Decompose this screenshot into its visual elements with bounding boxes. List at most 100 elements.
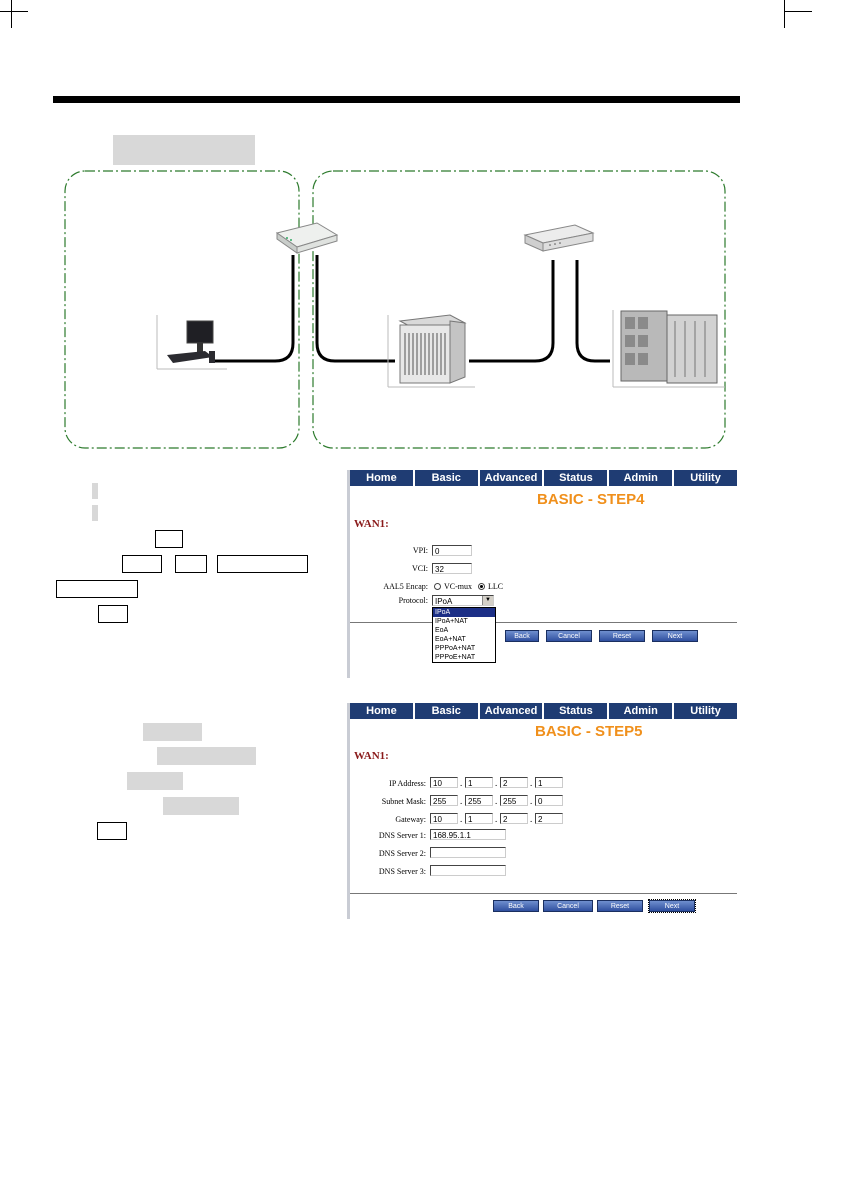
protocol-option[interactable]: PPPoE+NAT — [435, 654, 476, 661]
mask-octet-input[interactable]: 255 — [430, 795, 458, 806]
cable-router-server — [575, 260, 610, 363]
vci-input[interactable]: 32 — [432, 563, 472, 574]
vpi-label: VPI: — [412, 546, 428, 555]
page-title: BASIC - STEP5 — [535, 723, 643, 740]
encap-label: AAL5 Encap: — [383, 582, 428, 591]
dns1-label: DNS Server 1: — [378, 831, 426, 840]
nav-tab-status[interactable]: Status — [544, 470, 610, 486]
dns1-input[interactable]: 168.95.1.1 — [430, 829, 506, 840]
boxed-keyword — [97, 822, 127, 840]
vci-label: VCI: — [412, 564, 428, 573]
mask-octet-input[interactable]: 255 — [465, 795, 493, 806]
nav-tab-status[interactable]: Status — [544, 703, 610, 719]
divider — [350, 622, 737, 623]
protocol-label: Protocol: — [398, 596, 428, 605]
redacted-text — [92, 483, 98, 499]
customer-zone-box — [64, 170, 300, 449]
boxed-keyword — [175, 555, 207, 573]
dns2-input[interactable] — [430, 847, 506, 858]
reset-button[interactable]: Reset — [599, 630, 645, 642]
llc-label: LLC — [488, 582, 504, 591]
cancel-button[interactable]: Cancel — [543, 900, 593, 912]
nav-tab-basic[interactable]: Basic — [415, 470, 480, 486]
cable-pc-modem — [213, 255, 295, 363]
protocol-selected-value: IPoA — [435, 597, 453, 606]
gateway-label: Gateway: — [395, 815, 426, 824]
protocol-select[interactable]: IPoA ▼ — [432, 595, 494, 606]
dns2-label: DNS Server 2: — [378, 849, 426, 858]
octet-separator: . — [460, 778, 463, 788]
protocol-option[interactable]: IPoA+NAT — [435, 618, 468, 625]
octet-separator: . — [530, 814, 533, 824]
gateway-octet-input[interactable]: 2 — [500, 813, 528, 824]
protocol-option[interactable]: IPoA — [433, 608, 495, 617]
next-button[interactable]: Next — [648, 899, 696, 913]
gateway-octet-input[interactable]: 10 — [430, 813, 458, 824]
back-button[interactable]: Back — [493, 900, 539, 912]
mask-octet-input[interactable]: 255 — [500, 795, 528, 806]
nav-bar: Home Basic Advanced Status Admin Utility — [350, 470, 737, 486]
provider-zone-box — [312, 170, 726, 449]
back-button[interactable]: Back — [505, 630, 539, 642]
protocol-option[interactable]: EoA — [435, 627, 449, 634]
cancel-button[interactable]: Cancel — [546, 630, 592, 642]
gateway-octet-input[interactable]: 2 — [535, 813, 563, 824]
protocol-option[interactable]: EoA+NAT — [435, 636, 466, 643]
nav-tab-admin[interactable]: Admin — [609, 470, 675, 486]
section-heading-redacted — [113, 135, 255, 165]
step4-screenshot: Home Basic Advanced Status Admin Utility… — [347, 470, 737, 678]
dslam-chassis-icon — [387, 314, 475, 388]
redacted-text — [92, 505, 98, 521]
nav-tab-admin[interactable]: Admin — [609, 703, 675, 719]
nav-tab-utility[interactable]: Utility — [690, 705, 721, 717]
nav-tab-basic[interactable]: Basic — [415, 703, 480, 719]
cable-modem-dslam — [315, 255, 395, 363]
router-icon — [523, 224, 595, 252]
nav-tab-advanced[interactable]: Advanced — [480, 703, 545, 719]
octet-separator: . — [530, 796, 533, 806]
boxed-keyword — [155, 530, 183, 548]
reset-button[interactable]: Reset — [597, 900, 643, 912]
boxed-keyword — [122, 555, 162, 573]
mask-octet-input[interactable]: 0 — [535, 795, 563, 806]
gateway-octet-input[interactable]: 1 — [465, 813, 493, 824]
octet-separator: . — [495, 814, 498, 824]
vc-mux-radio[interactable] — [434, 583, 441, 590]
nav-tab-home[interactable]: Home — [350, 470, 415, 486]
wan-label: WAN1: — [354, 750, 389, 762]
header-rule — [53, 96, 740, 103]
octet-separator: . — [495, 796, 498, 806]
redacted-text — [157, 747, 256, 765]
next-button[interactable]: Next — [652, 630, 698, 642]
crop-mark — [11, 0, 12, 28]
nav-tab-advanced[interactable]: Advanced — [480, 470, 545, 486]
chevron-down-icon[interactable]: ▼ — [482, 596, 493, 605]
octet-separator: . — [495, 778, 498, 788]
wan-label: WAN1: — [354, 518, 389, 530]
nav-tab-utility[interactable]: Utility — [690, 472, 721, 484]
llc-radio[interactable] — [478, 583, 485, 590]
desktop-pc-icon — [156, 315, 227, 370]
ip-octet-input[interactable]: 1 — [535, 777, 563, 788]
octet-separator: . — [460, 796, 463, 806]
ip-octet-input[interactable]: 2 — [500, 777, 528, 788]
redacted-text — [143, 723, 202, 741]
protocol-option[interactable]: PPPoA+NAT — [435, 645, 476, 652]
vpi-input[interactable]: 0 — [432, 545, 472, 556]
ip-octet-input[interactable]: 10 — [430, 777, 458, 788]
crop-mark — [784, 0, 785, 28]
step5-screenshot: Home Basic Advanced Status Admin Utility… — [347, 703, 737, 919]
vc-mux-label: VC-mux — [444, 582, 472, 591]
nav-tab-home[interactable]: Home — [350, 703, 415, 719]
dns3-input[interactable] — [430, 865, 506, 876]
page-title: BASIC - STEP4 — [537, 491, 645, 508]
boxed-keyword — [56, 580, 138, 598]
redacted-text — [163, 797, 239, 815]
ip-address-label: IP Address: — [389, 779, 426, 788]
octet-separator: . — [530, 778, 533, 788]
boxed-keyword — [217, 555, 308, 573]
server-rack-icon — [612, 310, 725, 388]
ip-octet-input[interactable]: 1 — [465, 777, 493, 788]
network-diagram — [64, 170, 726, 449]
subnet-mask-label: Subnet Mask: — [381, 797, 426, 806]
